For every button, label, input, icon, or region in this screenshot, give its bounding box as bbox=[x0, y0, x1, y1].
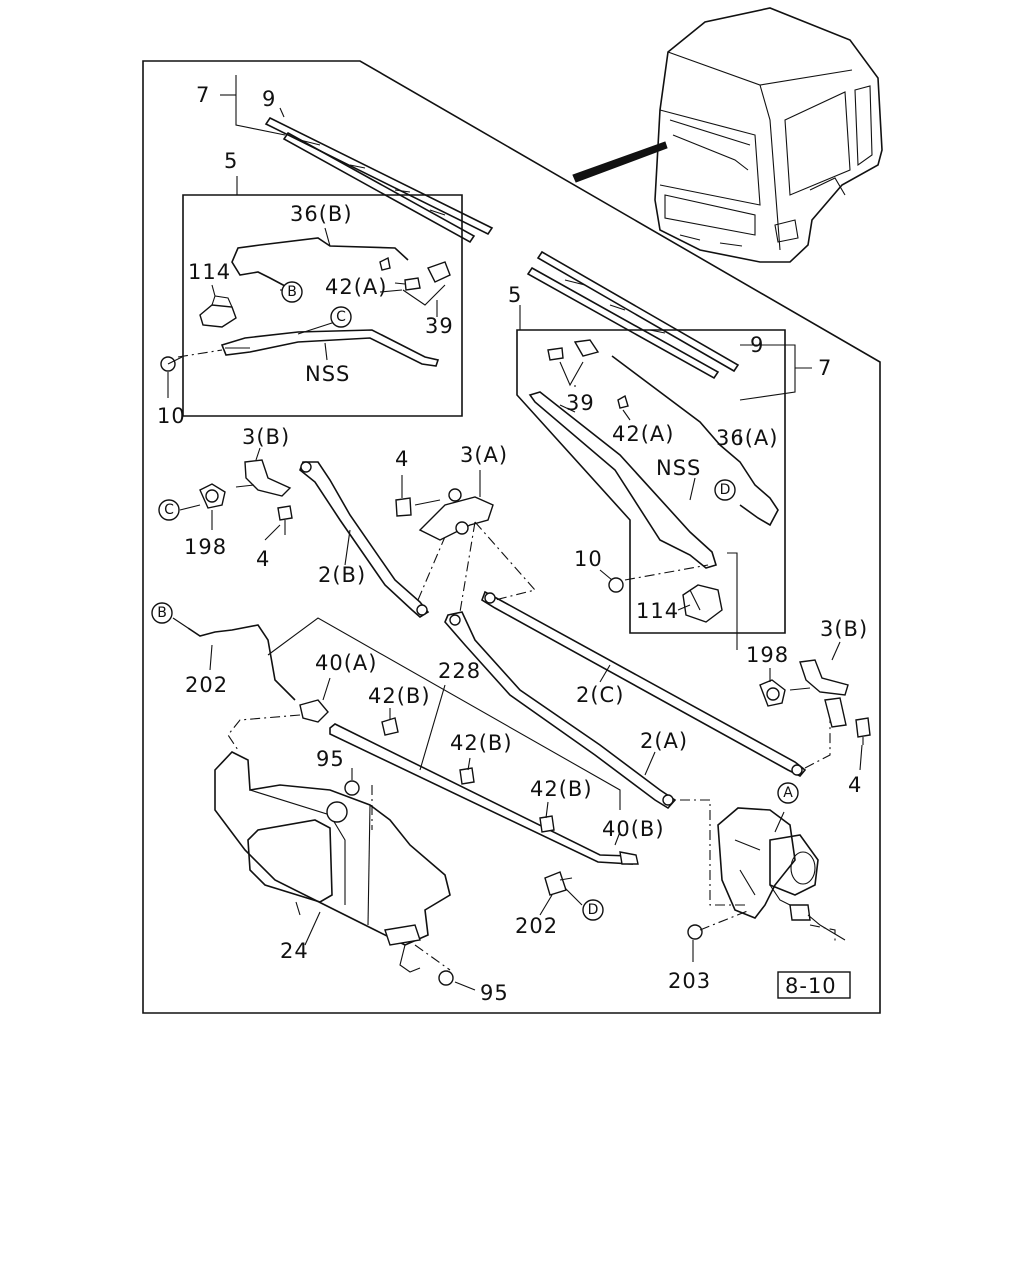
label-202-left: 202 bbox=[185, 673, 228, 697]
label-42b-2: 42(B) bbox=[450, 731, 513, 755]
link-rod-2a bbox=[444, 611, 677, 810]
label-10-top: 10 bbox=[157, 404, 186, 428]
label-95-bottom: 95 bbox=[480, 981, 509, 1005]
label-202-bottom: 202 bbox=[515, 914, 558, 938]
nut-95-bottom bbox=[438, 970, 454, 986]
nut-95-top bbox=[344, 780, 360, 796]
reference-label: 8-10 bbox=[785, 974, 837, 998]
label-9-top: 9 bbox=[262, 87, 276, 111]
label-39-top: 39 bbox=[425, 314, 454, 338]
pump-202-bottom bbox=[544, 871, 573, 896]
marker-d-bottom: D bbox=[588, 902, 599, 918]
label-2b: 2(B) bbox=[318, 563, 366, 587]
leader-lines bbox=[167, 94, 863, 991]
wiper-arm-nss-right bbox=[528, 391, 718, 569]
label-2a: 2(A) bbox=[640, 729, 688, 753]
label-nss-right: NSS bbox=[656, 456, 701, 480]
label-2c: 2(C) bbox=[576, 683, 624, 707]
label-42b-3: 42(B) bbox=[530, 777, 593, 801]
part-labels: 7 9 5 36(B) 114 42(A) 39 NSS 10 5 9 7 39… bbox=[157, 83, 868, 1005]
wiper-motor bbox=[717, 807, 819, 921]
label-228: 228 bbox=[438, 659, 481, 683]
label-42a-right: 42(A) bbox=[612, 422, 674, 446]
washer-hose-36b bbox=[231, 237, 409, 287]
link-rod-2b bbox=[299, 461, 430, 618]
label-4-left: 4 bbox=[256, 547, 270, 571]
label-203: 203 bbox=[668, 969, 711, 993]
label-36b: 36(B) bbox=[290, 202, 353, 226]
marker-b-top: B bbox=[287, 284, 297, 300]
truck-cab-illustration bbox=[654, 7, 883, 263]
circle-markers: B C D C B A D bbox=[151, 281, 799, 921]
connector-40b bbox=[619, 851, 639, 865]
label-42a-top: 42(A) bbox=[325, 275, 387, 299]
nozzle-114-right bbox=[682, 584, 723, 623]
label-95-top: 95 bbox=[316, 747, 345, 771]
label-7-right: 7 bbox=[818, 356, 832, 380]
label-4-mid: 4 bbox=[395, 447, 409, 471]
label-nss-top: NSS bbox=[305, 362, 350, 386]
label-36a: 36(A) bbox=[716, 426, 778, 450]
pivot-3b-left bbox=[199, 459, 292, 509]
diagram-frame bbox=[142, 60, 881, 1014]
bracket-39-right bbox=[547, 339, 600, 387]
label-40a: 40(A) bbox=[315, 651, 377, 675]
wiper-blade-right bbox=[526, 250, 740, 380]
label-114-right: 114 bbox=[636, 599, 679, 623]
label-4-right: 4 bbox=[848, 773, 862, 797]
marker-a-motor: A bbox=[783, 785, 793, 801]
bracket-39-top bbox=[379, 256, 451, 306]
marker-c-top: C bbox=[336, 309, 346, 325]
label-40b: 40(B) bbox=[602, 817, 665, 841]
washer-hose-36a bbox=[611, 355, 779, 527]
top-assembly-box bbox=[182, 194, 463, 417]
connector-40a bbox=[299, 699, 329, 723]
label-198-left: 198 bbox=[184, 535, 227, 559]
nut-203 bbox=[687, 924, 703, 940]
pivot-3a bbox=[395, 488, 494, 541]
label-9-right: 9 bbox=[750, 333, 764, 357]
washer-tank-24 bbox=[214, 751, 451, 973]
label-3b-left: 3(B) bbox=[242, 425, 290, 449]
label-5-right: 5 bbox=[508, 283, 522, 307]
label-10-right: 10 bbox=[574, 547, 603, 571]
wiper-blade-top bbox=[264, 116, 494, 244]
marker-b-left: B bbox=[157, 605, 167, 621]
label-3a: 3(A) bbox=[460, 443, 508, 467]
right-assembly-box bbox=[516, 329, 786, 634]
label-5-top: 5 bbox=[224, 149, 238, 173]
pivot-3b-right bbox=[759, 659, 849, 728]
marker-c-left: C bbox=[164, 502, 174, 518]
label-24: 24 bbox=[280, 939, 309, 963]
label-114-top: 114 bbox=[188, 260, 231, 284]
label-7-top: 7 bbox=[196, 83, 210, 107]
label-39-right: 39 bbox=[566, 391, 595, 415]
wiper-arm-nss-top bbox=[220, 321, 440, 367]
label-198-right: 198 bbox=[746, 643, 789, 667]
reference-box bbox=[777, 971, 851, 999]
hose-202-left bbox=[187, 624, 296, 701]
locator-arrow bbox=[572, 141, 668, 183]
nozzle-114-top bbox=[199, 295, 237, 328]
marker-d-right: D bbox=[720, 482, 731, 498]
link-rod-2c bbox=[481, 590, 807, 777]
nut-10-right bbox=[608, 577, 624, 593]
label-42b-1: 42(B) bbox=[368, 684, 431, 708]
label-3b-right: 3(B) bbox=[820, 617, 868, 641]
